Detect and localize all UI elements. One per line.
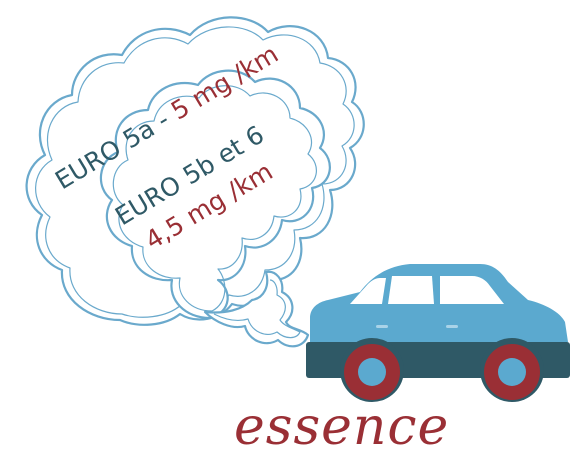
car-middle-window: [388, 276, 434, 304]
fuel-type-label: essence: [234, 397, 449, 452]
car-front-window: [440, 276, 504, 304]
car-icon: [306, 264, 570, 402]
car-body: [310, 264, 568, 342]
car-door-handle: [376, 325, 388, 328]
car-door-handle: [446, 325, 458, 328]
car-rear-wheel: [344, 344, 400, 400]
car-front-wheel: [484, 344, 540, 400]
inner-exhaust-cloud: [99, 69, 331, 348]
car-rear-window: [350, 278, 386, 304]
